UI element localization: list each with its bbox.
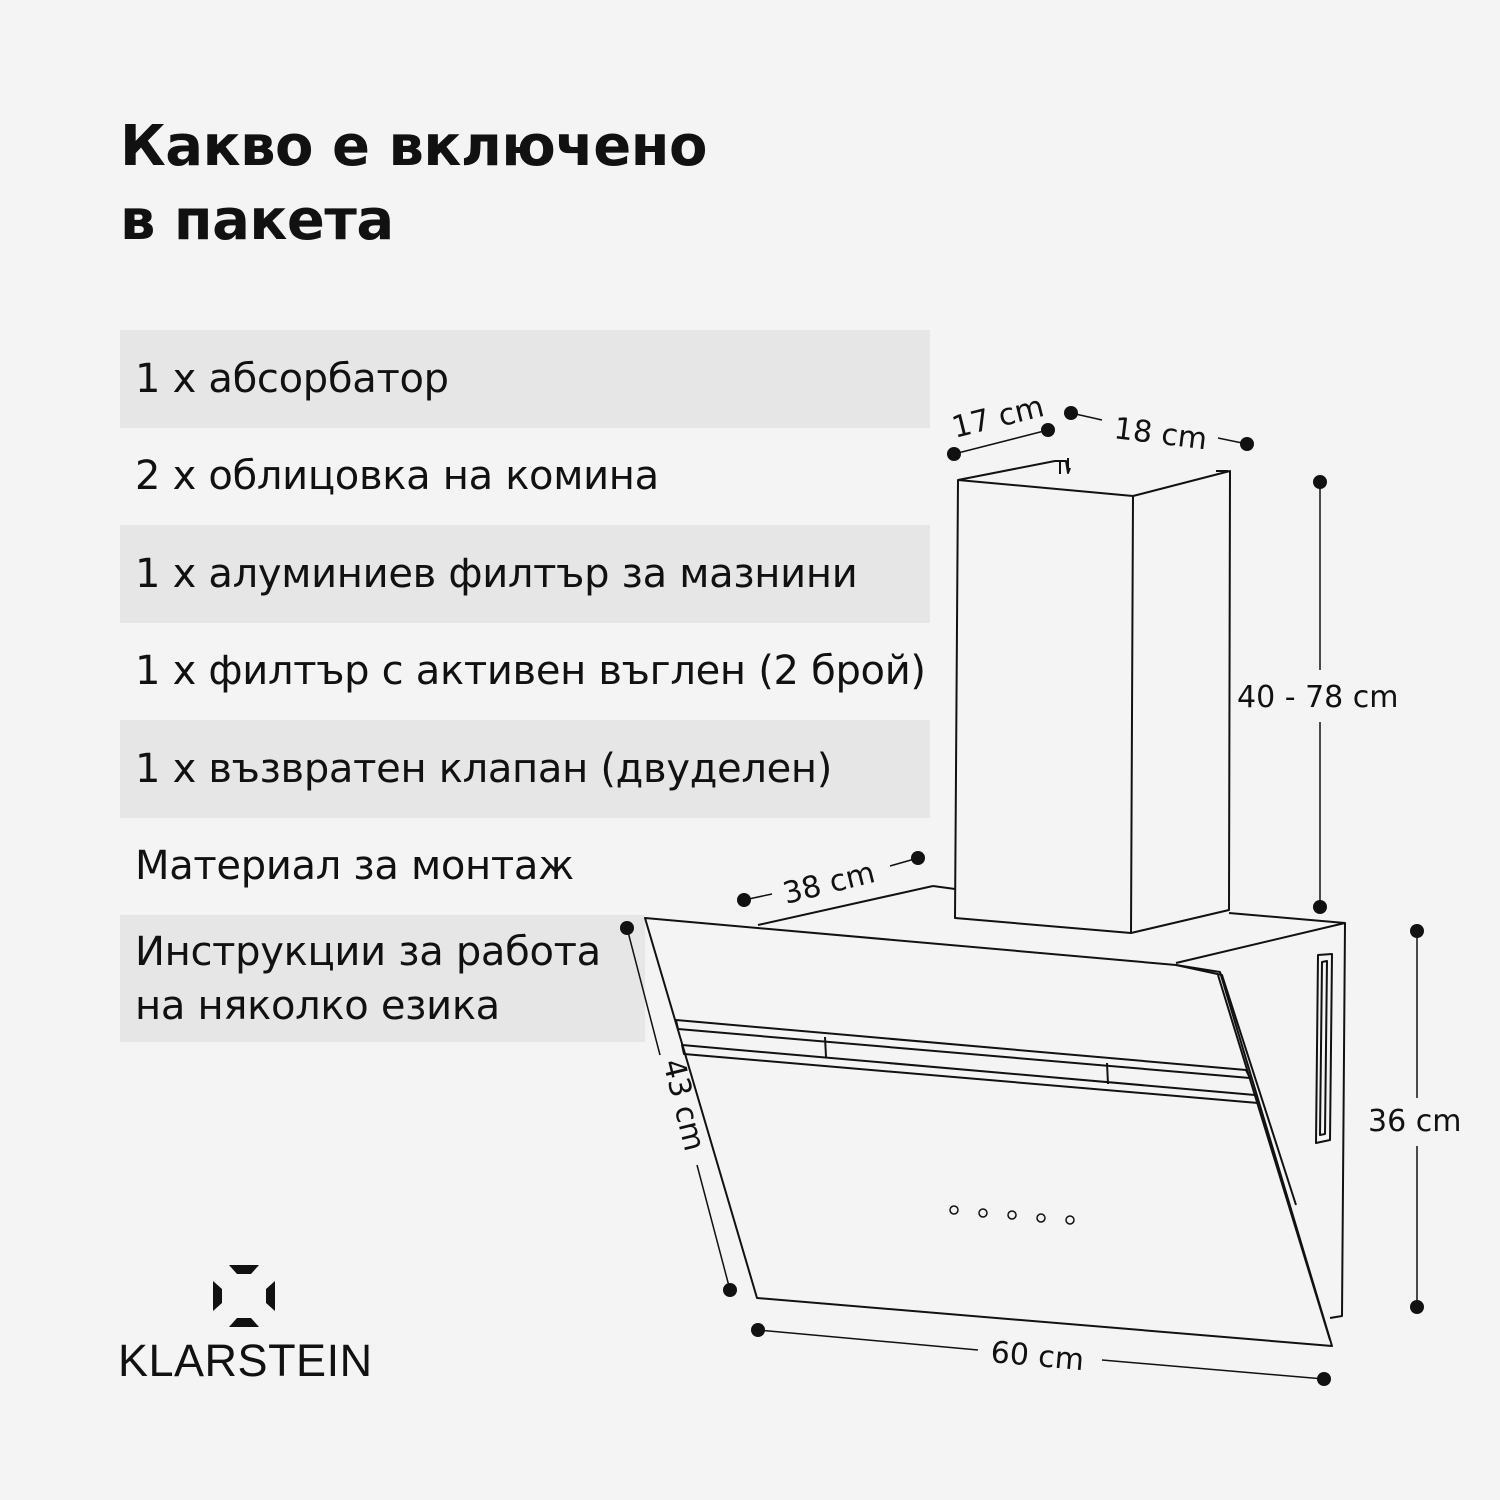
- chimney-bracket: [1059, 458, 1228, 474]
- instructions-line-1: Инструкции за работа: [135, 928, 601, 975]
- dim-label-chimney-depth: 17 cm: [948, 389, 1047, 446]
- list-item: Материал за монтаж: [135, 843, 574, 890]
- dim-line-chimney-width-a: [1070, 412, 1103, 421]
- list-item: 1 x алуминиев филтър за мазнини: [120, 525, 930, 623]
- dim-label-glass-height: 43 cm: [655, 1055, 712, 1154]
- dim-label-hood-height: 36 cm: [1368, 1104, 1461, 1139]
- list-item: 1 x абсорбатор: [120, 330, 930, 428]
- hood-glass-inner: [1175, 964, 1297, 1206]
- hood-vent-strip: [681, 1044, 1259, 1104]
- title-line-2: в пакета: [120, 188, 394, 253]
- dim-label-hood-width: 60 cm: [989, 1335, 1085, 1378]
- hood-vent-divider: [824, 1036, 1109, 1085]
- dim-line-chimney-width-b: [1217, 437, 1248, 445]
- dim-dot: [1410, 924, 1424, 938]
- hood-button-icon: [1036, 1213, 1046, 1223]
- dim-label-chimney-height: 40 - 78 cm: [1237, 680, 1399, 715]
- dim-dot: [1240, 437, 1254, 451]
- chimney-side: [1130, 470, 1231, 934]
- dim-dot: [1317, 1372, 1331, 1386]
- list-item: 2 x облицовка на комина: [135, 453, 659, 500]
- brand-name: KLARSTEIN: [118, 1335, 373, 1386]
- chimney-front: [954, 479, 1134, 934]
- list-item: 1 x филтър с активен въглен (2 брой): [135, 648, 926, 695]
- brand-logo: KLARSTEIN: [118, 1265, 378, 1395]
- hood-handle: [1315, 953, 1333, 1144]
- hood-button-icon: [949, 1205, 959, 1215]
- hood-button-icon: [978, 1208, 988, 1218]
- list-item: 1 x възвратен клапан (двуделен): [120, 720, 930, 818]
- hood-buttons: [949, 1205, 1075, 1225]
- dim-dot: [1041, 423, 1055, 437]
- dim-dot: [947, 447, 961, 461]
- dim-label-chimney-width: 18 cm: [1112, 411, 1209, 457]
- chimney-top: [957, 460, 1071, 481]
- dim-line-hood-width-b: [1101, 1359, 1325, 1380]
- hood-side-panel: [1175, 922, 1346, 1319]
- klarstein-logo-icon: [213, 1265, 275, 1327]
- hood-button-icon: [1065, 1215, 1075, 1225]
- dim-dot: [1313, 475, 1327, 489]
- title-line-1: Какво е включено: [120, 114, 707, 179]
- package-contents-list: 1 x абсорбатор 2 x облицовка на комина 1…: [120, 330, 930, 1042]
- dim-line-glass-height-b: [696, 1164, 731, 1291]
- dim-line-hood-width-a: [757, 1329, 979, 1351]
- hood-button-icon: [1007, 1210, 1017, 1220]
- instructions-line-2: на няколко езика: [135, 982, 500, 1029]
- dim-dot: [1410, 1300, 1424, 1314]
- dim-dot: [723, 1283, 737, 1297]
- list-item-instructions: Инструкции за работа на няколко езика: [120, 915, 645, 1042]
- dim-dot: [1064, 406, 1078, 420]
- dim-dot: [751, 1323, 765, 1337]
- page-title: Какво е включено в пакета: [120, 110, 707, 258]
- dim-dot: [1313, 900, 1327, 914]
- hood-glass-edge: [1217, 974, 1331, 1341]
- hood-handle-inner: [1319, 960, 1328, 1136]
- dim-line-chimney-depth: [953, 429, 1049, 455]
